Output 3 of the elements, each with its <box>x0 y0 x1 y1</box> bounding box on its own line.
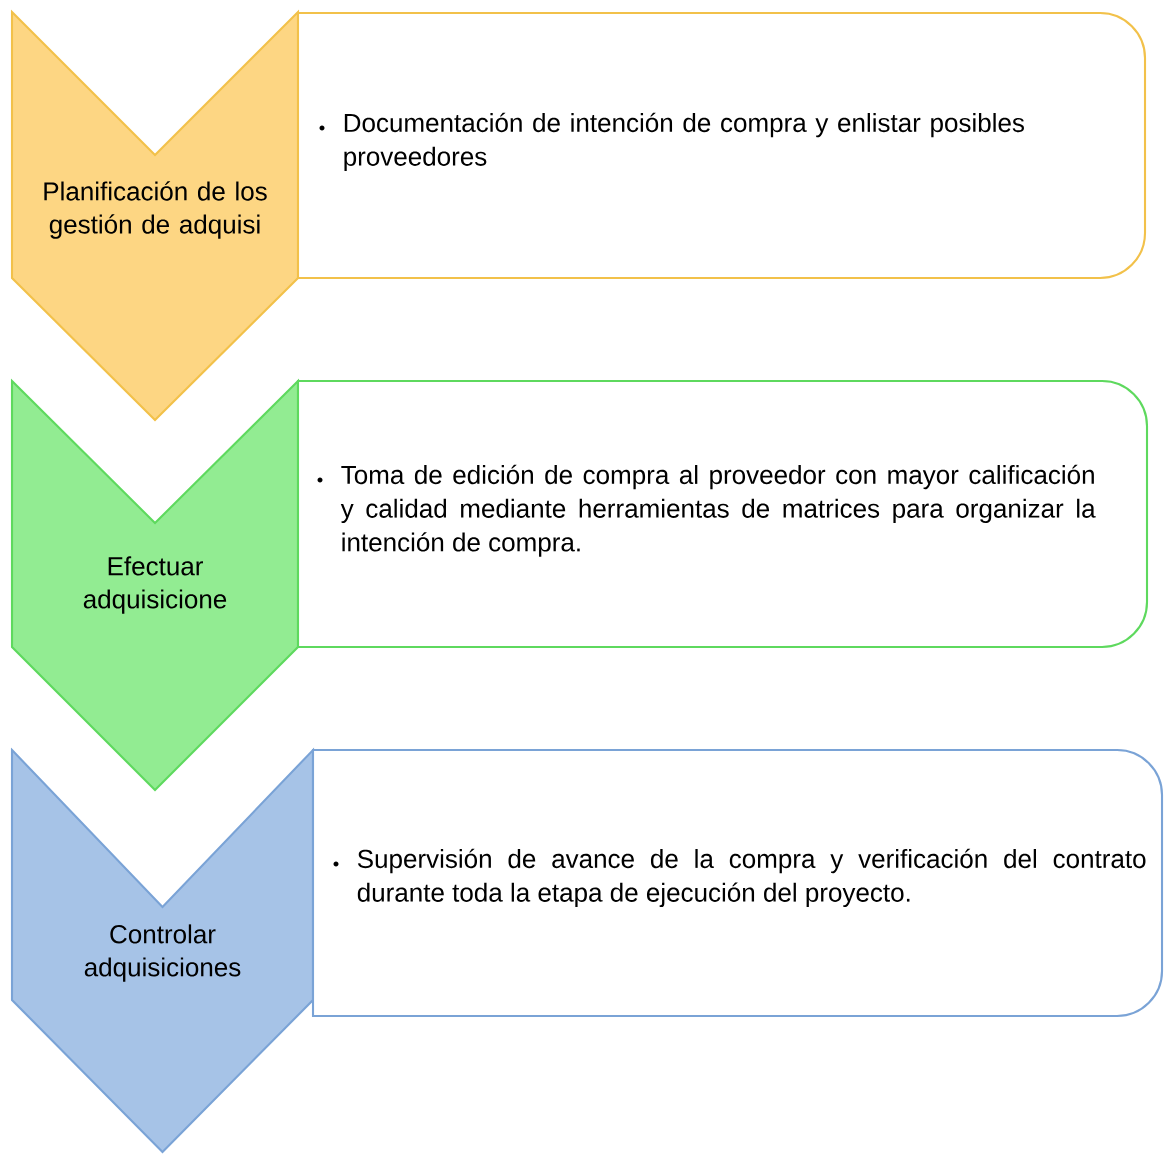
process-box: Supervisión de avance de la compra y verificación del contrato durante toda la etapa de ejecución del proyecto. <box>311 748 1164 1018</box>
process-box: Documentación de intención de compra y enlistar posibles proveedores <box>296 11 1147 280</box>
process-box: Toma de edición de compra al proveedor con mayor calificación y calidad mediante herramientas de matrices para organizar la intención de compra. <box>296 379 1149 649</box>
